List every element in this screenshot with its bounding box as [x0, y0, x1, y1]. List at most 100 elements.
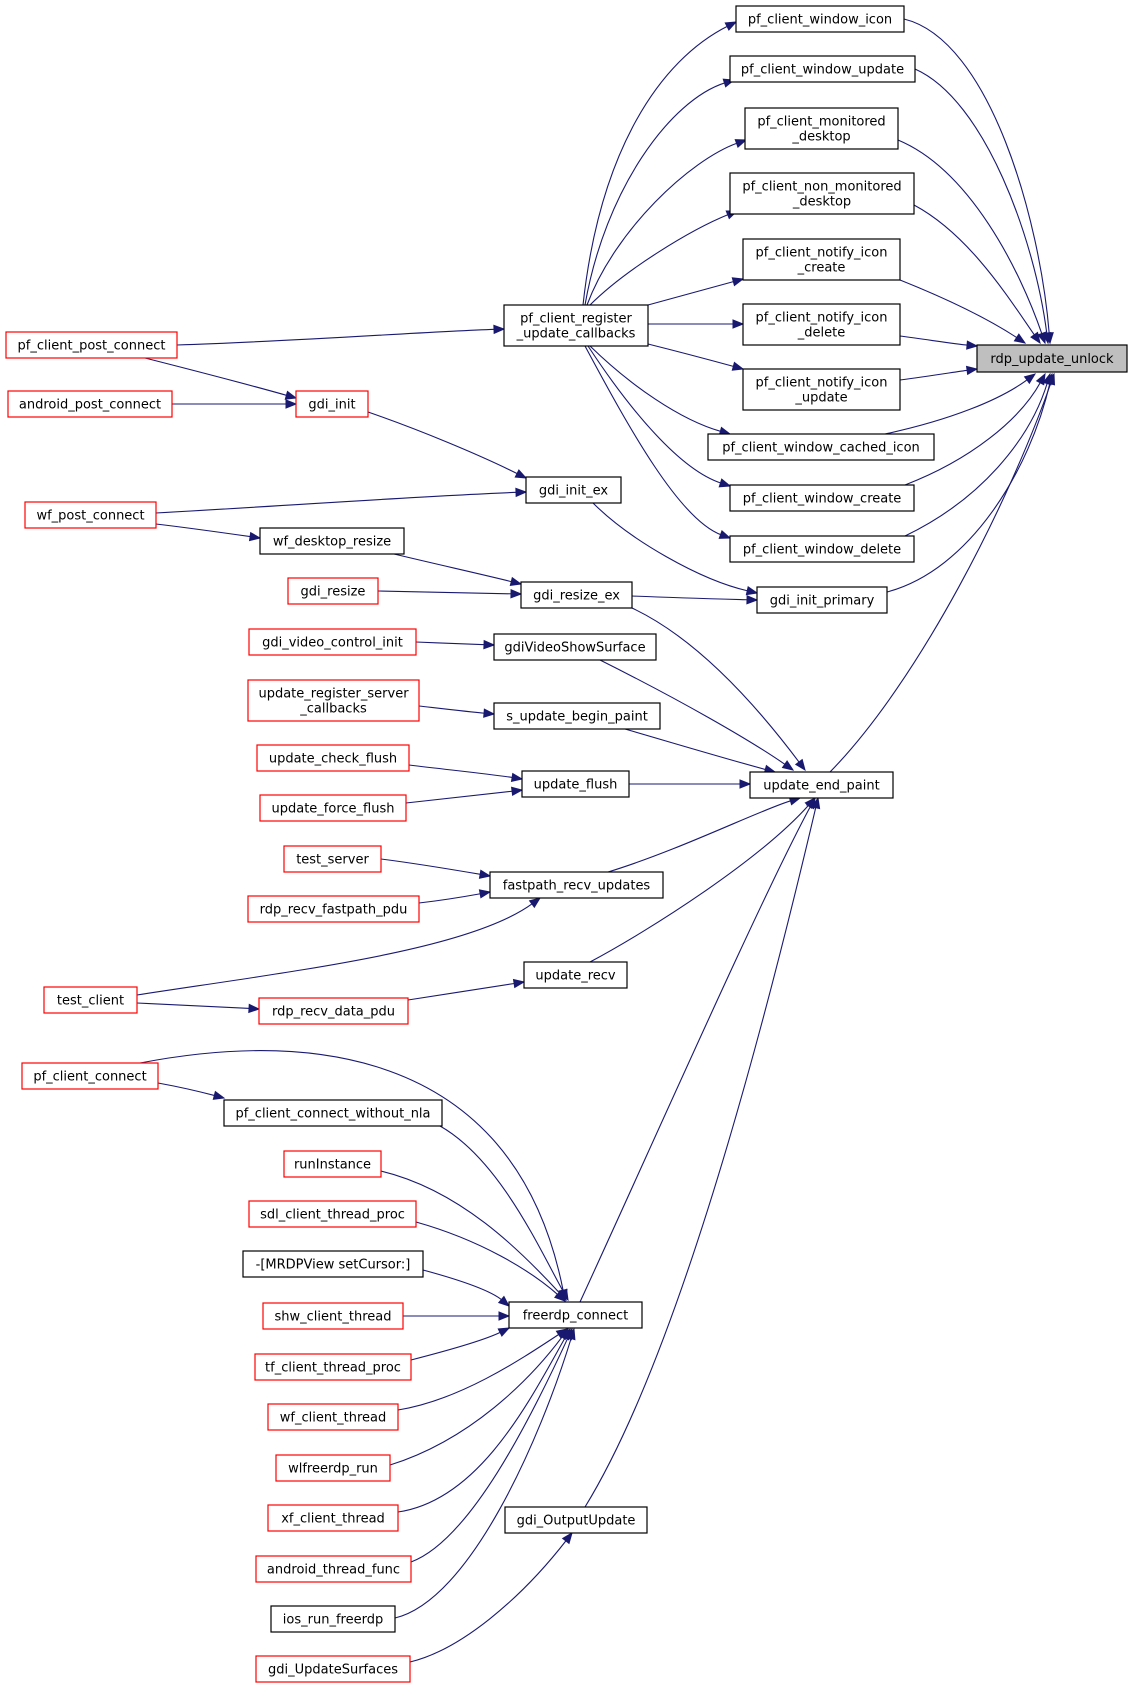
- node-pf_client_notify_icon_delete[interactable]: pf_client_notify_icon_delete: [742, 303, 901, 346]
- node-pf_client_notify_icon_update[interactable]: pf_client_notify_icon_update: [742, 368, 901, 411]
- node-box: [247, 679, 420, 722]
- edge-wf_post_connect-to-gdi_init_ex: [155, 491, 518, 514]
- edge-tf_client_thread_proc-to-freerdp_connect: [410, 1331, 502, 1361]
- node-update_flush[interactable]: update_flush: [521, 770, 630, 798]
- edge-rdp_recv_data_pdu-to-update_recv: [407, 982, 516, 1001]
- node-pf_client_connect_without_nla[interactable]: pf_client_connect_without_nla: [223, 1099, 443, 1127]
- node-MRDPView_setCursor[interactable]: -[MRDPView setCursor:]: [242, 1250, 424, 1278]
- arrowhead-pf_client_connect-to-pf_client_connect_without_nla: [212, 1090, 226, 1100]
- edge-ios_run_freerdp-to-freerdp_connect: [394, 1337, 572, 1619]
- node-rdp_update_unlock[interactable]: rdp_update_unlock: [976, 344, 1128, 373]
- arrowhead-gdi_resize-to-gdi_resize_ex: [510, 589, 523, 599]
- edge-gdi_video_control_init-to-gdiVideoShowSurface: [415, 641, 486, 646]
- node-box: [742, 238, 901, 281]
- node-box: [267, 1403, 399, 1431]
- node-update_register_server_callbacks[interactable]: update_register_server_callbacks: [247, 679, 420, 722]
- node-gdi_resize[interactable]: gdi_resize: [287, 577, 379, 605]
- node-box: [259, 794, 407, 822]
- node-tf_client_thread_proc[interactable]: tf_client_thread_proc: [254, 1353, 412, 1381]
- node-pf_client_monitored_desktop[interactable]: pf_client_monitored_desktop: [744, 107, 899, 150]
- node-sdl_client_thread_proc[interactable]: sdl_client_thread_proc: [248, 1200, 417, 1228]
- arrowhead-update_force_flush-to-update_flush: [510, 786, 524, 797]
- arrowhead-gdi_UpdateSurfaces-to-gdi_OutputUpdate: [561, 1531, 573, 1545]
- node-gdiVideoShowSurface[interactable]: gdiVideoShowSurface: [493, 633, 657, 661]
- node-android_post_connect[interactable]: android_post_connect: [7, 390, 173, 418]
- node-pf_client_window_icon[interactable]: pf_client_window_icon: [735, 5, 905, 33]
- edge-pf_client_register_update_callbacks-to-pf_client_non_monitored_desktop: [589, 213, 729, 306]
- node-box: [255, 1555, 412, 1583]
- node-pf_client_post_connect[interactable]: pf_client_post_connect: [5, 331, 178, 359]
- arrowhead-pf_client_register_update_callbacks-to-pf_client_monitored_desktop: [734, 139, 748, 148]
- node-s_update_begin_paint[interactable]: s_update_begin_paint: [493, 702, 661, 730]
- node-box: [744, 107, 899, 150]
- node-fastpath_recv_updates[interactable]: fastpath_recv_updates: [489, 871, 664, 899]
- node-rdp_recv_data_pdu[interactable]: rdp_recv_data_pdu: [258, 997, 409, 1025]
- node-label: pf_client_window_icon: [748, 13, 892, 28]
- arrowhead-gdi_OutputUpdate-to-update_end_paint: [810, 796, 821, 810]
- node-rdp_recv_fastpath_pdu[interactable]: rdp_recv_fastpath_pdu: [247, 895, 420, 923]
- arrowhead-gdi_init-to-gdi_init_ex: [514, 469, 528, 479]
- node-pf_client_notify_icon_create[interactable]: pf_client_notify_icon_create: [742, 238, 901, 281]
- call-graph-nodes: rdp_update_unlock pf_client_window_iconpf…: [5, 5, 1128, 1683]
- arrowhead-update_check_flush-to-update_flush: [510, 772, 524, 783]
- edge-android_thread_func-to-freerdp_connect: [410, 1336, 569, 1563]
- arrowhead-pf_client_window_create-to-rdp_update_unlock: [1035, 372, 1046, 386]
- node-test_server[interactable]: test_server: [283, 845, 382, 873]
- node-runInstance[interactable]: runInstance: [283, 1150, 382, 1178]
- node-wlfreerdp_run[interactable]: wlfreerdp_run: [275, 1454, 391, 1482]
- node-xf_client_thread[interactable]: xf_client_thread: [267, 1504, 399, 1532]
- edge-update_recv-to-update_end_paint: [589, 804, 810, 963]
- arrowhead-ios_run_freerdp-to-freerdp_connect: [566, 1327, 576, 1341]
- node-gdi_init_ex[interactable]: gdi_init_ex: [525, 476, 622, 504]
- edge-pf_client_register_update_callbacks-to-pf_client_notify_icon_create: [647, 280, 735, 306]
- node-pf_client_connect[interactable]: pf_client_connect: [21, 1062, 159, 1090]
- node-label: wf_client_thread: [280, 1411, 387, 1426]
- node-gdi_UpdateSurfaces[interactable]: gdi_UpdateSurfaces: [255, 1655, 411, 1683]
- node-box: [504, 1506, 648, 1534]
- node-ios_run_freerdp[interactable]: ios_run_freerdp: [270, 1605, 396, 1633]
- node-gdi_init[interactable]: gdi_init: [295, 390, 369, 418]
- node-update_recv[interactable]: update_recv: [523, 961, 628, 989]
- node-pf_client_window_cached_icon[interactable]: pf_client_window_cached_icon: [707, 433, 935, 461]
- node-box: [729, 535, 915, 563]
- node-pf_client_window_update[interactable]: pf_client_window_update: [729, 55, 916, 83]
- node-shw_client_thread[interactable]: shw_client_thread: [262, 1302, 404, 1330]
- node-gdi_video_control_init[interactable]: gdi_video_control_init: [248, 628, 417, 656]
- node-label: wf_post_connect: [36, 509, 144, 524]
- node-pf_client_non_monitored_desktop[interactable]: pf_client_non_monitored_desktop: [729, 172, 915, 215]
- node-freerdp_connect[interactable]: freerdp_connect: [508, 1301, 643, 1329]
- edge-pf_client_notify_icon_delete-to-rdp_update_unlock: [899, 335, 969, 346]
- node-label: pf_client_notify_icon: [756, 246, 888, 261]
- node-box: [262, 1302, 404, 1330]
- node-android_thread_func[interactable]: android_thread_func: [255, 1555, 412, 1583]
- node-gdi_OutputUpdate[interactable]: gdi_OutputUpdate: [504, 1506, 648, 1534]
- node-wf_client_thread[interactable]: wf_client_thread: [267, 1403, 399, 1431]
- node-box: [283, 845, 382, 873]
- node-label: test_server: [296, 853, 369, 868]
- node-pf_client_window_create[interactable]: pf_client_window_create: [729, 484, 915, 512]
- arrowhead-pf_client_register_update_callbacks-to-pf_client_window_delete: [718, 529, 732, 539]
- arrowhead-test_client-to-fastpath_recv_updates: [528, 897, 542, 909]
- edge-update_check_flush-to-update_flush: [408, 764, 514, 779]
- node-update_check_flush[interactable]: update_check_flush: [256, 744, 410, 772]
- arrowhead-update_flush-to-update_end_paint: [739, 779, 752, 789]
- node-label: pf_client_connect: [33, 1070, 146, 1085]
- node-test_client[interactable]: test_client: [43, 986, 138, 1014]
- node-gdi_init_primary[interactable]: gdi_init_primary: [756, 586, 888, 614]
- node-box: [742, 368, 901, 411]
- node-pf_client_window_delete[interactable]: pf_client_window_delete: [729, 535, 915, 563]
- edge-runInstance-to-freerdp_connect: [380, 1170, 561, 1294]
- node-pf_client_register_update_callbacks[interactable]: pf_client_register_update_callbacks: [503, 304, 649, 347]
- node-gdi_resize_ex[interactable]: gdi_resize_ex: [520, 581, 633, 609]
- node-box: [256, 744, 410, 772]
- node-update_end_paint[interactable]: update_end_paint: [749, 771, 894, 799]
- node-update_force_flush[interactable]: update_force_flush: [259, 794, 407, 822]
- arrowhead-shw_client_thread-to-freerdp_connect: [498, 1311, 511, 1321]
- arrowhead-pf_client_register_update_callbacks-to-pf_client_window_icon: [724, 21, 738, 31]
- node-label: fastpath_recv_updates: [503, 879, 651, 894]
- node-wf_post_connect[interactable]: wf_post_connect: [24, 501, 157, 529]
- node-wf_desktop_resize[interactable]: wf_desktop_resize: [259, 527, 405, 555]
- arrowhead-pf_client_post_connect-to-gdi_init: [284, 390, 298, 400]
- edge-xf_client_thread-to-freerdp_connect: [397, 1336, 567, 1513]
- node-label: update_recv: [535, 969, 616, 984]
